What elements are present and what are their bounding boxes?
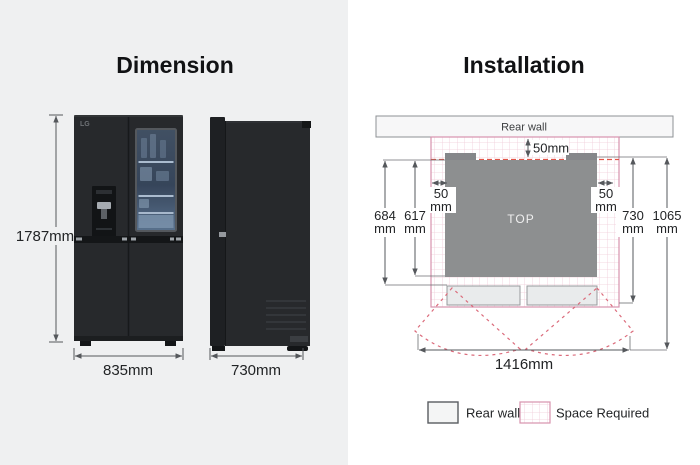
legend-rear-wall-label: Rear wall [466,406,520,421]
food-item [139,199,149,208]
depth-617-unit: mm [404,221,426,236]
depth-730-value: 730 [622,208,644,223]
hinge-cap [76,237,82,241]
side-foot [212,346,225,351]
fridge-top-view-body [445,160,597,277]
bottle-shape [141,138,147,158]
food-item [156,171,169,181]
side-clearance-left-dimension: 50 mm [426,180,456,214]
rear-wall-label: Rear wall [501,122,547,134]
hinge-cap [170,237,174,241]
legend: Rear wall Space Required [427,401,649,424]
instaview-window [135,128,177,232]
rear-clearance-label-background [531,140,569,155]
side-clearance-left-label-background [426,187,456,213]
depth-730-dimension: 730 mm [597,156,667,304]
width-open-dimension: 1416mm [417,334,667,373]
depth-684-value: 684 [374,208,396,223]
depth-1065-label-background [649,208,685,237]
dispenser-tray [96,228,112,230]
side-top-edge [225,121,310,123]
side-clearance-left-unit: mm [430,199,452,214]
hinge-cap [176,237,181,241]
depth-730-label-background [616,208,648,237]
installation-title: Installation [463,52,584,78]
height-label-background [17,227,72,245]
side-badge [290,336,308,342]
side-vents [266,300,306,330]
door-panel-right [526,285,598,306]
width-open-label: 1416mm [495,356,553,373]
bottle-shape [160,140,166,158]
fridge-front-top-edge [74,115,183,117]
depth-dimension: 730mm [209,348,304,379]
rear-corner-tab-left [445,153,476,161]
handle-groove [74,236,183,243]
hinge-cap [131,237,136,241]
dimension-panel: Dimension LG [16,52,311,379]
legend-space-required-label: Space Required [556,406,649,421]
legend-space-required-swatch [519,401,551,424]
side-clearance-right-value: 50 [599,186,613,201]
lg-logo: LG [80,121,90,128]
depth-684-dimension: 684 mm [370,159,447,286]
height-label: 1787mm [16,228,74,245]
side-clearance-left-value: 50 [434,186,448,201]
fridge-side-view [210,117,311,351]
side-clearance-right-unit: mm [595,199,617,214]
installation-panel: Installation Rear wall TOP 50mm 50 [370,52,685,424]
hinge-cap [122,237,127,241]
side-door-edge [210,117,225,346]
dimension-title: Dimension [116,52,234,78]
door-panel-left [446,285,521,306]
width-dimension: 835mm [73,348,184,379]
shelf-line [138,161,174,163]
legend-rear-wall-swatch [427,401,459,424]
depth-617-value: 617 [404,208,426,223]
dispenser-panel [96,190,112,194]
depth-730-unit: mm [622,221,644,236]
shelf-line [138,195,174,197]
top-view-label: TOP [507,212,534,226]
rear-clearance-dimension: 50mm [525,138,569,158]
side-body [225,121,310,346]
depth-617-label-background [400,208,430,237]
depth-1065-unit: mm [656,221,678,236]
food-item [140,167,152,181]
front-foot-left [80,341,91,346]
shelf-line [138,212,174,214]
water-dispenser [92,186,116,238]
depth-1065-value: 1065 [653,208,682,223]
dispenser-lever [97,202,111,209]
height-dimension: 1787mm [16,114,74,343]
side-clearance-right-dimension: 50 mm [591,180,621,214]
bottom-drawer [138,215,174,228]
front-foot-right [165,341,176,346]
rear-clearance-label: 50mm [533,141,569,156]
dispenser-paddle [101,209,107,219]
side-hinge-mid [219,232,226,237]
side-caster [287,346,308,351]
width-label: 835mm [103,362,153,379]
depth-label: 730mm [231,362,281,379]
fridge-front-view: LG [74,115,183,346]
depth-617-dimension: 617 mm [400,160,445,277]
fridge-front-bottom-shade [74,336,183,341]
rear-corner-tab-right [566,153,597,161]
side-hinge-top [302,121,311,128]
bottle-shape [150,134,156,158]
depth-684-label-background [370,208,400,237]
depth-684-unit: mm [374,221,396,236]
depth-1065-dimension: 1065 mm [649,157,685,350]
